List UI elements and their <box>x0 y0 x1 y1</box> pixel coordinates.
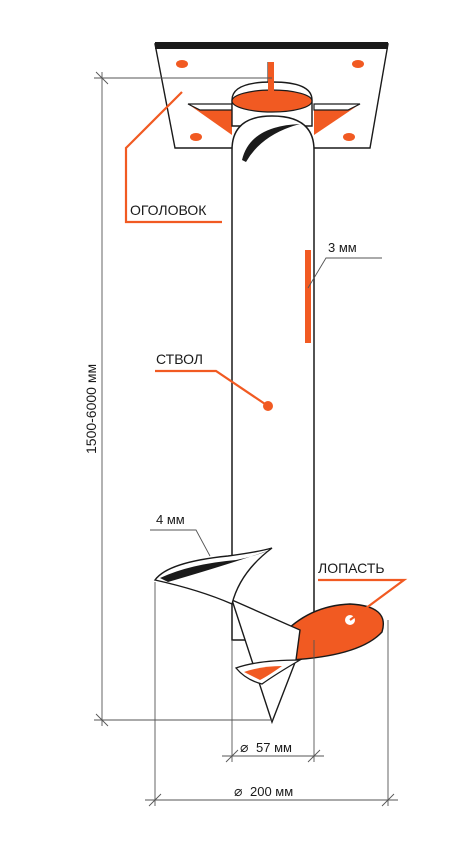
bolt-hole <box>176 60 188 68</box>
blade-diameter-label: 200 мм <box>250 784 293 799</box>
shaft <box>231 115 315 641</box>
length-label: 1500-6000 мм <box>83 364 99 454</box>
pipe-diameter-label: 57 мм <box>256 740 292 755</box>
shaft-label: СТВОЛ <box>156 351 203 367</box>
head-label: ОГОЛОВОК <box>130 202 207 218</box>
diameter-symbol: ⌀ <box>234 783 243 799</box>
dimension-lines <box>94 71 398 807</box>
blade-thickness-label: 4 мм <box>156 512 185 527</box>
bolt-hole <box>352 60 364 68</box>
wall-thickness-marker <box>305 250 311 343</box>
helix-blade <box>153 547 384 725</box>
head-collar <box>231 62 313 127</box>
callout-leaders <box>124 91 408 621</box>
bolt-hole <box>190 133 202 141</box>
blade-label: ЛОПАСТЬ <box>318 560 385 576</box>
stiffener-ribs <box>187 62 361 135</box>
bolt-hole <box>343 133 355 141</box>
diameter-symbol: ⌀ <box>240 739 249 755</box>
wall-thickness-label: 3 мм <box>328 240 357 255</box>
